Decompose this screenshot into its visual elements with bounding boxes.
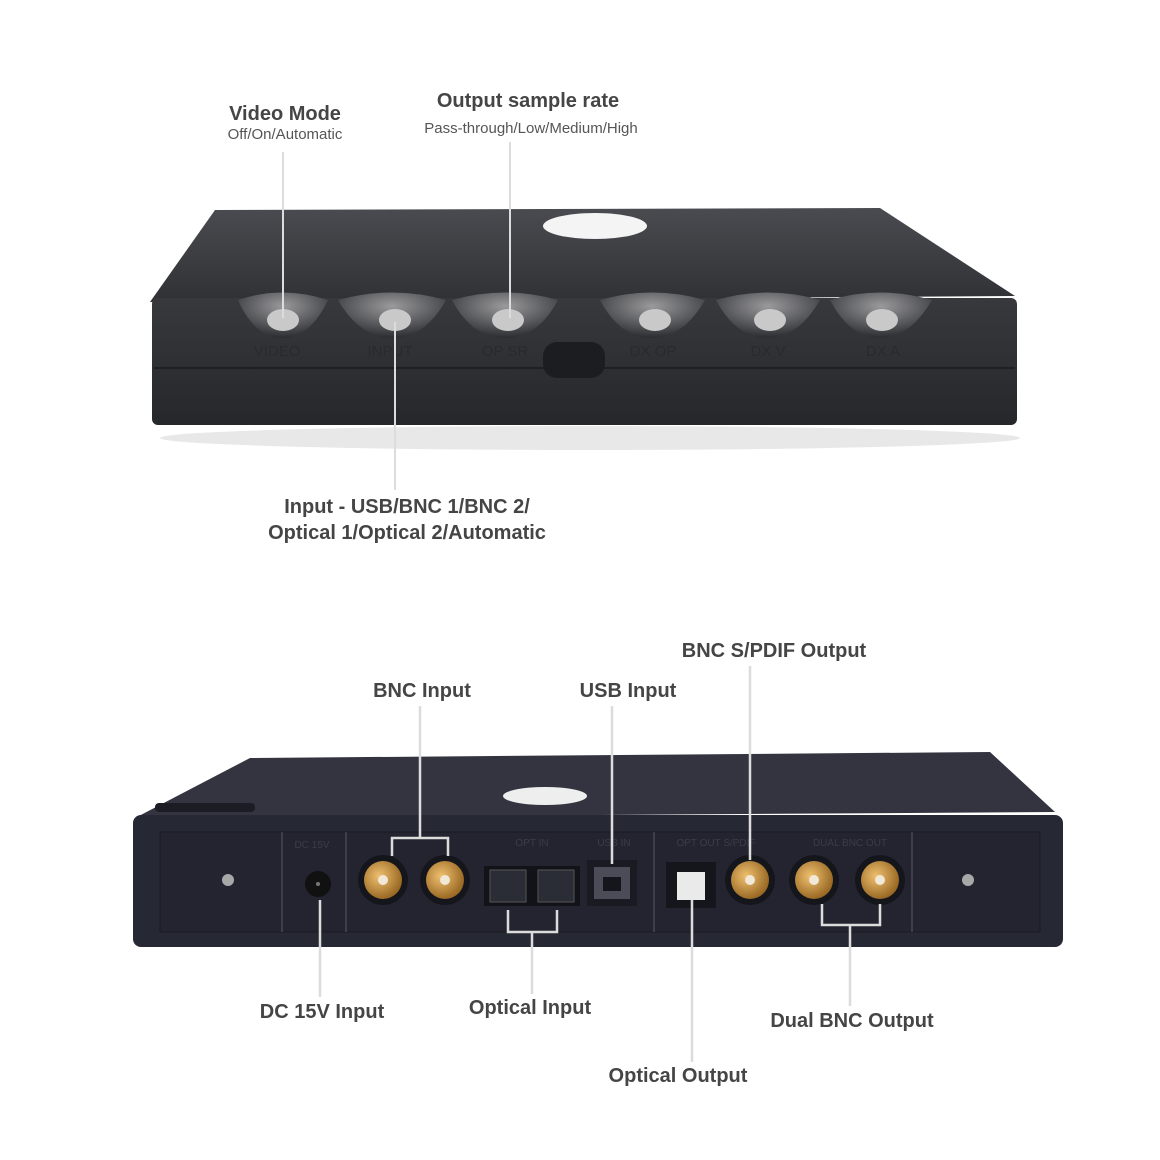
usb-input-label: USB Input [579, 680, 677, 702]
dx-a-button[interactable] [866, 309, 898, 331]
dx-op-button[interactable] [639, 309, 671, 331]
bnc-spdif-output[interactable] [725, 855, 775, 905]
panel-label-opt-in: OPT IN [515, 838, 548, 849]
dual-bnc-output-2[interactable] [855, 855, 905, 905]
dual-bnc-output-label: Dual BNC Output [770, 1010, 934, 1032]
panel-label-usb-in: USB IN [597, 838, 630, 849]
panel-label-dual-bnc-out: DUAL BNC OUT [813, 838, 887, 849]
front-callout-lines [282, 142, 511, 490]
button-label-input: INPUT [368, 343, 413, 360]
front-device: VIDEO INPUT OP SR DX OP DX V DX A [150, 208, 1020, 450]
input-title-line2: Optical 1/Optical 2/Automatic [268, 522, 546, 544]
bnc-spdif-output-label: BNC S/PDIF Output [681, 640, 867, 662]
top-window [543, 213, 647, 239]
video-button[interactable] [267, 309, 299, 331]
bnc-input-label: BNC Input [373, 680, 471, 702]
rear-device: DC 15V OPT IN USB IN OPT OUT S/PDIF DUAL… [133, 752, 1063, 947]
optical-input-1[interactable] [489, 869, 527, 903]
screw-right [962, 874, 974, 886]
button-label-op-sr: OP SR [482, 343, 529, 360]
screw-left [222, 874, 234, 886]
remote-sensor [543, 342, 605, 378]
panel-label-opt-out: OPT OUT S/PDIF [676, 838, 755, 849]
rear-callout-lines [318, 666, 882, 1062]
button-label-dx-a: DX A [866, 343, 900, 360]
dx-v-button[interactable] [754, 309, 786, 331]
rear-top-surface [135, 752, 1055, 818]
output-sample-rate-title: Output sample rate [436, 90, 620, 112]
video-mode-title: Video Mode [229, 103, 341, 125]
button-label-dx-v: DX V [750, 343, 785, 360]
dc-input-label: DC 15V Input [259, 1001, 385, 1023]
panel-label-dc: DC 15V [294, 840, 329, 851]
op-sr-button[interactable] [492, 309, 524, 331]
output-sample-rate-subtitle: Pass-through/Low/Medium/High [424, 120, 638, 137]
bnc-input-1[interactable] [358, 855, 408, 905]
button-label-video: VIDEO [254, 343, 301, 360]
dual-bnc-output-1[interactable] [789, 855, 839, 905]
button-label-dx-op: DX OP [630, 343, 677, 360]
bnc-input-bracket [390, 836, 450, 856]
video-mode-subtitle: Off/On/Automatic [227, 126, 343, 143]
input-title-line1: Input - USB/BNC 1/BNC 2/ [284, 496, 530, 518]
optical-output-label: Optical Output [608, 1065, 748, 1087]
optical-input-label: Optical Input [468, 997, 592, 1019]
optical-output[interactable] [677, 872, 705, 900]
input-button[interactable] [379, 309, 411, 331]
optical-input-2[interactable] [537, 869, 575, 903]
bnc-input-2[interactable] [420, 855, 470, 905]
device-top-surface [150, 208, 1015, 302]
